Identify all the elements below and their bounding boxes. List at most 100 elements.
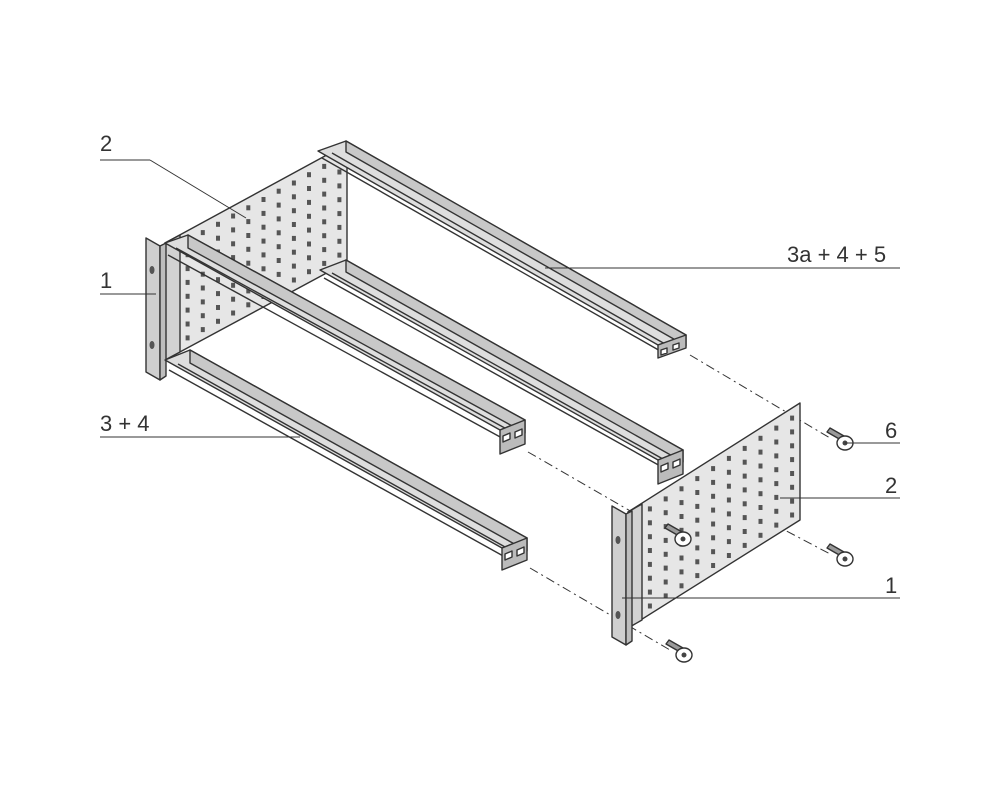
callout-3-4: 3 + 4 [100, 411, 150, 436]
panel-hole [291, 222, 296, 227]
left-front-bracket [145, 237, 167, 381]
panel-hole [216, 291, 220, 297]
panel-hole [742, 542, 747, 548]
panel-hole [291, 180, 296, 186]
panel-hole [231, 213, 236, 219]
panel-hole [337, 238, 342, 244]
leader-lines [100, 159, 900, 599]
panel-hole [679, 555, 684, 561]
panel-hole [647, 561, 652, 567]
screws [664, 427, 854, 663]
panel-hole [695, 517, 700, 523]
panel-hole [246, 233, 251, 238]
panel-hole [711, 479, 716, 485]
panel-hole [742, 445, 747, 451]
panel-hole [790, 443, 795, 449]
panel-hole [322, 163, 327, 169]
panel-hole [276, 258, 281, 263]
panel-hole [276, 230, 281, 236]
screw [664, 523, 692, 547]
panel-hole [185, 335, 190, 341]
panel-hole [322, 247, 327, 253]
panel-hole [291, 235, 296, 241]
panel-hole [774, 481, 779, 487]
panel-hole [322, 177, 327, 183]
panel-hole [337, 169, 342, 175]
panel-hole [790, 498, 795, 504]
panel-hole [307, 186, 311, 191]
panel-hole [774, 425, 779, 431]
panel-hole [185, 266, 190, 272]
panel-hole [231, 296, 236, 302]
panel-hole [291, 208, 296, 214]
callout-2-top: 2 [100, 131, 113, 156]
panel-hole [291, 277, 296, 283]
panel-hole [758, 435, 763, 441]
panel-hole [679, 583, 684, 589]
panel-hole [695, 573, 700, 579]
panel-hole [200, 230, 205, 236]
panel-hole [322, 205, 327, 211]
panel-hole [663, 593, 668, 599]
panel-hole [246, 205, 251, 211]
panel-hole [726, 469, 731, 475]
panel-hole [216, 235, 220, 241]
panel-hole [742, 501, 747, 507]
panel-hole [774, 522, 779, 528]
panel-hole [790, 484, 795, 490]
panel-hole [758, 449, 763, 455]
panel-hole [726, 497, 731, 503]
panel-hole [231, 227, 236, 233]
panel-hole [726, 553, 731, 558]
panel-hole [758, 505, 763, 510]
panel-hole [261, 238, 266, 244]
panel-hole [322, 260, 327, 266]
panel-hole [307, 199, 311, 205]
panel-hole [261, 210, 266, 216]
panel-hole [774, 439, 779, 445]
panel-hole [216, 305, 220, 310]
panel-hole [200, 299, 205, 305]
panel-hole [774, 467, 779, 473]
panel-hole [200, 313, 205, 319]
panel-hole [774, 508, 779, 514]
panel-hole [276, 202, 281, 208]
rail-3a-4-5 [317, 140, 687, 359]
panel-hole [291, 194, 296, 200]
panel-hole [790, 415, 795, 421]
panel-hole [695, 559, 700, 565]
panel-hole [231, 241, 236, 247]
panel-hole [647, 534, 652, 540]
panel-hole [711, 493, 716, 499]
panel-hole [261, 224, 266, 230]
panel-hole [742, 459, 747, 465]
panel-hole [246, 219, 251, 225]
panel-hole [246, 260, 251, 266]
panel-hole [185, 293, 190, 299]
panel-hole [307, 172, 311, 178]
panel-hole [663, 551, 668, 557]
screw [826, 427, 854, 451]
panel-hole [790, 471, 795, 476]
panel-hole [322, 219, 327, 225]
panel-hole [726, 483, 731, 489]
panel-hole [711, 535, 716, 541]
panel-hole [307, 269, 311, 275]
panel-hole [758, 491, 763, 497]
panel-hole [276, 244, 281, 250]
panel-hole [246, 288, 251, 294]
panel-hole [790, 457, 795, 463]
panel-hole [322, 191, 327, 197]
panel-hole [307, 213, 311, 219]
callout-6: 6 [885, 418, 898, 443]
panel-hole [337, 224, 342, 230]
panel-hole [679, 569, 684, 575]
right-front-bracket [611, 505, 633, 646]
panel-hole [726, 539, 731, 545]
panel-hole [711, 466, 716, 472]
panel-hole [758, 518, 763, 524]
panel-hole [337, 197, 342, 203]
panel-hole [647, 603, 652, 609]
panel-hole [291, 263, 296, 269]
panel-hole [679, 514, 684, 519]
